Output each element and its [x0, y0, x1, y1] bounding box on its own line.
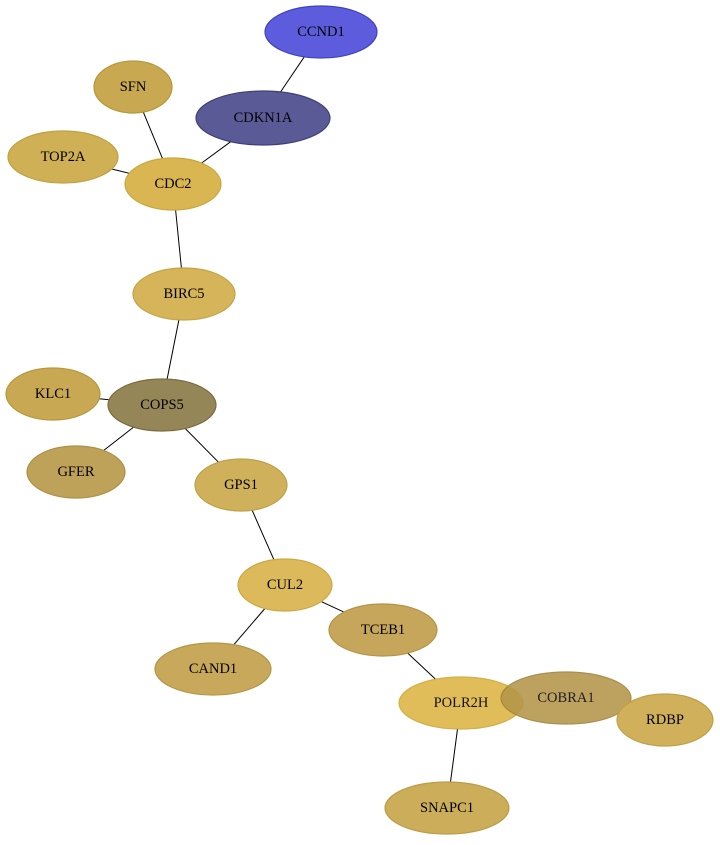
node-shape-cdkn1a[interactable] — [195, 90, 331, 146]
node-label-snapc1: SNAPC1 — [420, 800, 474, 816]
node-label-cops5: COPS5 — [140, 397, 184, 413]
node-shape-ccnd1[interactable] — [264, 5, 378, 59]
node-label-tceb1: TCEB1 — [361, 622, 405, 638]
node-cdkn1a[interactable]: CDKN1A — [195, 90, 331, 146]
node-shape-gfer[interactable] — [26, 445, 126, 499]
node-label-rdbp: RDBP — [646, 712, 684, 728]
node-label-cul2: CUL2 — [267, 577, 303, 593]
node-shape-birc5[interactable] — [132, 267, 236, 321]
node-sfn[interactable]: SFN — [93, 60, 173, 114]
node-label-polr2h: POLR2H — [434, 695, 489, 711]
node-cdc2[interactable]: CDC2 — [124, 157, 222, 211]
edge-top2a-cdc2 — [111, 168, 130, 174]
node-shape-tceb1[interactable] — [328, 603, 438, 657]
edge-sfn-cdc2 — [142, 111, 163, 159]
node-cops5[interactable]: COPS5 — [107, 378, 217, 432]
node-label-gps1: GPS1 — [224, 477, 258, 493]
node-cand1[interactable]: CAND1 — [154, 642, 272, 696]
node-shape-cul2[interactable] — [237, 558, 333, 612]
node-shape-rdbp[interactable] — [616, 693, 714, 747]
node-polr2h[interactable]: POLR2H — [398, 676, 524, 730]
edge-ccnd1-cdkn1a — [280, 56, 305, 93]
node-label-cobra1: COBRA1 — [537, 690, 594, 706]
edge-gps1-cul2 — [251, 509, 275, 560]
node-label-top2a: TOP2A — [41, 149, 86, 165]
node-shape-cobra1[interactable] — [500, 671, 632, 725]
node-shape-top2a[interactable] — [7, 130, 119, 184]
node-cobra1[interactable]: COBRA1 — [500, 671, 632, 725]
node-tceb1[interactable]: TCEB1 — [328, 603, 438, 657]
node-label-klc1: KLC1 — [35, 386, 71, 402]
node-shape-klc1[interactable] — [5, 367, 101, 421]
node-snapc1[interactable]: SNAPC1 — [384, 781, 510, 835]
node-label-cdkn1a: CDKN1A — [234, 110, 293, 126]
node-label-birc5: BIRC5 — [163, 286, 204, 302]
edge-cul2-cand1 — [233, 608, 266, 646]
edge-cul2-tceb1 — [320, 601, 345, 613]
node-label-sfn: SFN — [120, 79, 147, 95]
node-label-cdc2: CDC2 — [154, 176, 191, 192]
edge-tceb1-polr2h — [407, 652, 436, 680]
node-label-ccnd1: CCND1 — [297, 24, 345, 40]
node-shape-cops5[interactable] — [107, 378, 217, 432]
node-shape-sfn[interactable] — [93, 60, 173, 114]
edge-layer — [99, 56, 458, 783]
node-label-cand1: CAND1 — [189, 661, 237, 677]
node-rdbp[interactable]: RDBP — [616, 693, 714, 747]
edge-cdkn1a-cdc2 — [201, 141, 231, 164]
node-shape-cand1[interactable] — [154, 642, 272, 696]
node-gps1[interactable]: GPS1 — [194, 458, 288, 512]
node-shape-gps1[interactable] — [194, 458, 288, 512]
edge-polr2h-snapc1 — [450, 728, 458, 783]
node-klc1[interactable]: KLC1 — [5, 367, 101, 421]
node-cul2[interactable]: CUL2 — [237, 558, 333, 612]
node-shape-cdc2[interactable] — [124, 157, 222, 211]
edge-klc1-cops5 — [99, 398, 110, 401]
edge-birc5-cops5 — [166, 319, 180, 380]
node-ccnd1[interactable]: CCND1 — [264, 5, 378, 59]
edge-cops5-gfer — [103, 426, 134, 451]
edge-cops5-gps1 — [184, 428, 219, 463]
edge-cdc2-birc5 — [175, 209, 182, 269]
node-shape-snapc1[interactable] — [384, 781, 510, 835]
node-gfer[interactable]: GFER — [26, 445, 126, 499]
node-birc5[interactable]: BIRC5 — [132, 267, 236, 321]
node-top2a[interactable]: TOP2A — [7, 130, 119, 184]
node-label-gfer: GFER — [57, 464, 94, 480]
